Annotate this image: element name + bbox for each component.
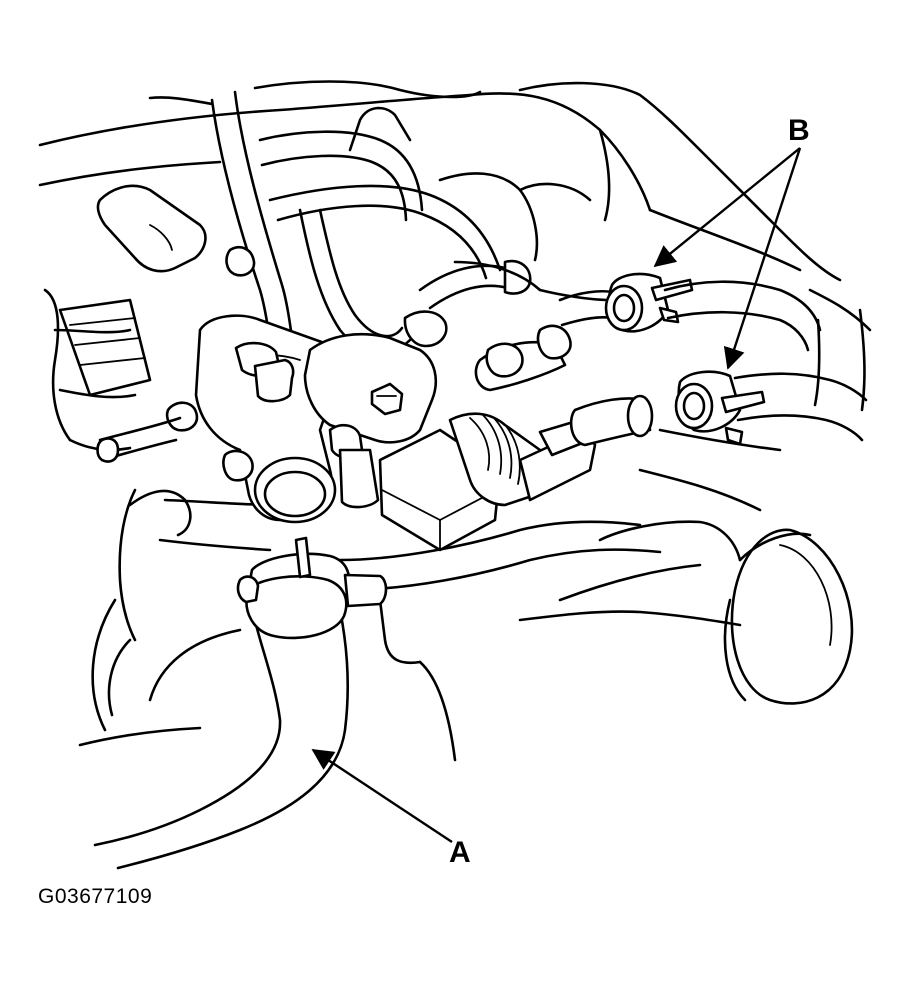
hose-clamps-b — [604, 272, 868, 446]
callout-label-a: A — [449, 836, 471, 869]
callout-b-arrow-upper — [653, 147, 801, 268]
upper-pipes — [210, 90, 612, 358]
thermostat-housing — [96, 246, 437, 524]
figure-id: G03677109 — [38, 885, 153, 908]
small-coolant-hoses — [474, 289, 654, 447]
sensor-connector — [378, 412, 597, 552]
callout-label-b: B — [788, 114, 810, 147]
callout-b-arrow-lower — [723, 147, 802, 370]
callout-a-arrow — [311, 748, 453, 844]
radiator-hose-a — [78, 536, 388, 870]
